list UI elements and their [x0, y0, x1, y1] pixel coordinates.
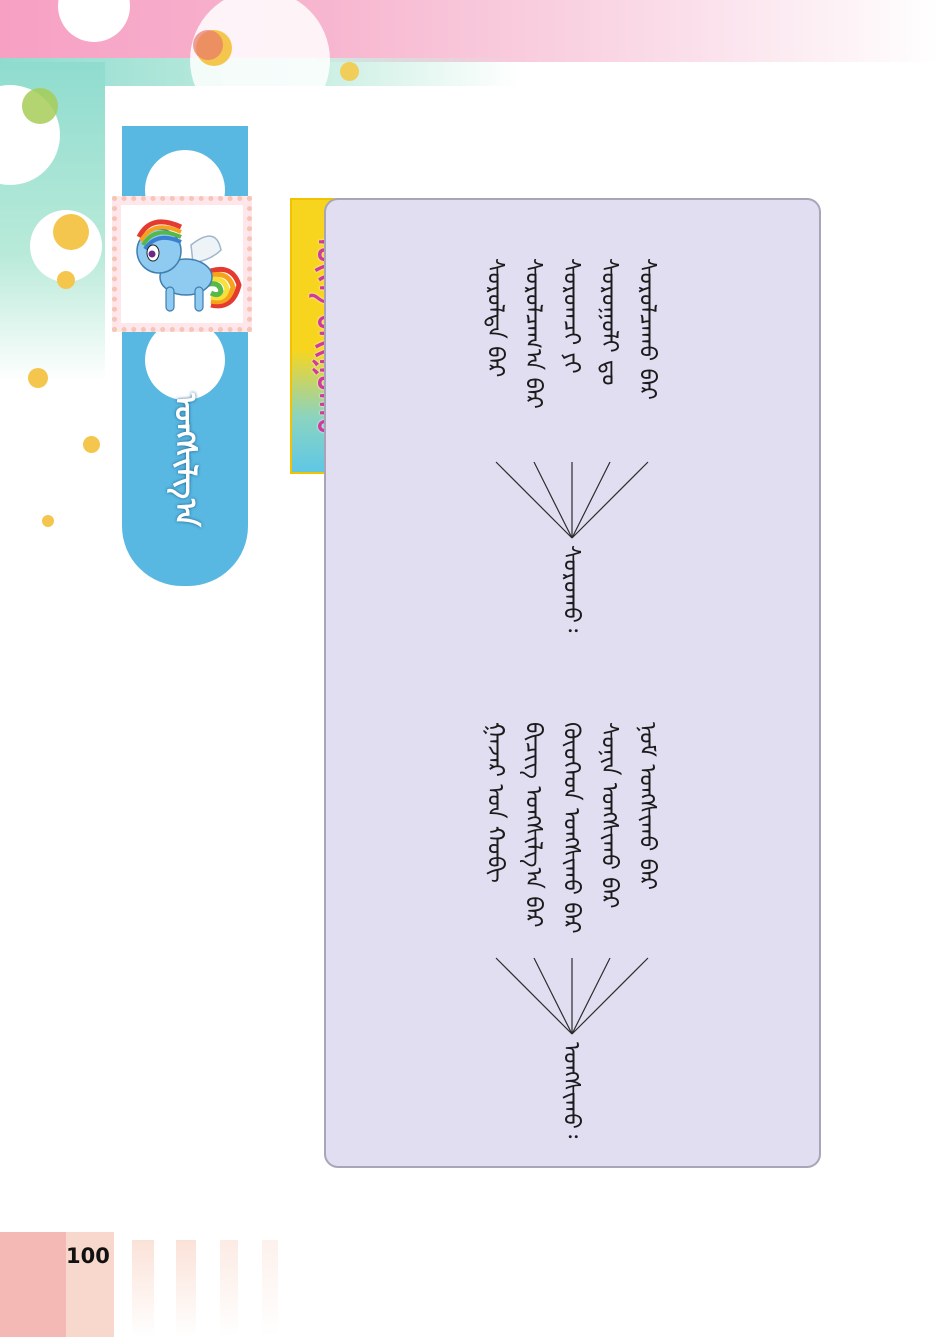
branch-word: ᠨᠣᠮ ᠤᠩᠰᠢᠬᠤ ᠪᠠᠷ [634, 722, 660, 890]
decor-circle [193, 30, 223, 60]
branch-word: ᠭᠠᠵᠠᠷ ᠤᠨ ᠬᠤᠪᠢ [482, 722, 508, 883]
connector-line [571, 957, 649, 1035]
bottom-stripe [262, 1240, 278, 1337]
tree-one-connectors [495, 461, 649, 1035]
branch-word: ᠬᠦᠦᠬᠡᠳ ᠤᠩᠰᠢᠬᠤ ᠪᠠᠷ [558, 722, 584, 934]
decor-circle [83, 436, 100, 453]
connector-line [495, 957, 573, 1035]
branch-word: ᠰᠤᠷᠤᠯᠴᠠᠬᠤ ᠪᠠᠷ [634, 258, 660, 400]
bottom-stripe [176, 1240, 196, 1337]
chapter-title: ᠤᠩᠰᠢᠯᠭ᠎ᠠ [122, 380, 248, 540]
banner-cutout [145, 320, 225, 400]
branch-word: ᠰᠣᠨᠢᠨ ᠤᠩᠰᠢᠬᠤ ᠪᠠᠷ [596, 722, 622, 909]
bottom-decor [66, 1232, 114, 1337]
connector-line [571, 461, 611, 539]
decor-circle [340, 62, 359, 81]
decor-circle [57, 271, 75, 289]
connector-line [533, 957, 573, 1035]
branch-word: ᠪᠢᠴᠢᠭ ᠤᠩᠰᠢᠯᠭ᠎ᠠ ᠪᠠᠷ [520, 722, 546, 928]
bottom-stripe [220, 1240, 238, 1337]
chapter-title-text: ᠤᠩᠰᠢᠯᠭ᠎ᠠ [167, 393, 203, 527]
connector-line [533, 461, 573, 539]
connector-line [495, 461, 573, 539]
decor-circle [28, 368, 48, 388]
root-word: ᠤᠩᠰᠢᠬᠤ᠄ [558, 1042, 584, 1139]
root-word: ᠰᠤᠷᠤᠬᠤ᠄ [558, 545, 584, 633]
top-decorative-band [0, 0, 940, 62]
decor-circle [22, 88, 58, 124]
bottom-stripe [132, 1240, 154, 1337]
branch-word: ᠰᠤᠷᠤᠯᠴᠠᠭ᠎ᠠ ᠪᠠᠷ [520, 258, 546, 409]
branch-word: ᠰᠤᠷᠤᠯᠲᠠ ᠪᠠᠷ [482, 258, 508, 378]
decor-circle [42, 515, 54, 527]
decor-circle [53, 214, 89, 250]
branch-word: ᠰᠤᠷᠤᠭᠤᠯᠢ ᠳᠤ [596, 258, 622, 386]
pony-icon [136, 219, 242, 312]
page-number: 100 [66, 1244, 110, 1268]
branch-word: ᠰᠤᠷᠤᠭᠴᠢ ᠶᠢ [558, 258, 584, 374]
pony-illustration [121, 205, 243, 323]
connector-line [571, 461, 649, 539]
bottom-decor [0, 1232, 70, 1337]
connector-line [571, 957, 611, 1035]
